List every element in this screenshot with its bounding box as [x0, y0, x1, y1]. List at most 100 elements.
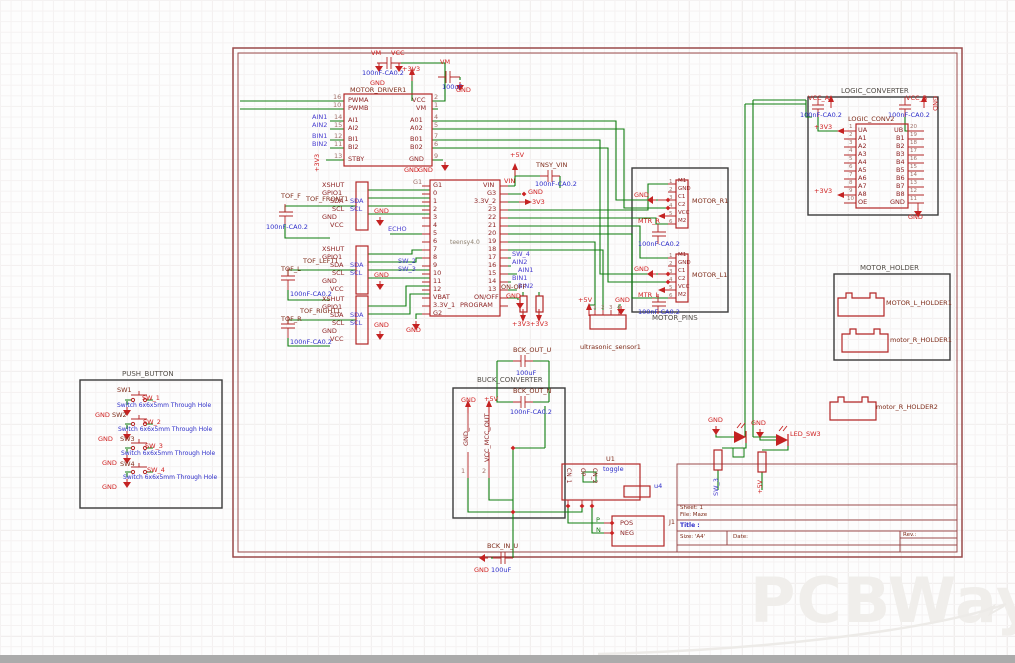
part-label[interactable]: SW2 [112, 411, 127, 419]
pin-number[interactable]: 7 [849, 172, 853, 178]
pin-number[interactable]: 5 [849, 156, 853, 162]
part-label[interactable]: TOF_LEFT1 [303, 257, 339, 265]
pin-name[interactable]: VCC [678, 284, 690, 290]
part-label[interactable]: motor_R_HOLDER1 [890, 336, 952, 344]
value-label[interactable]: 100nF-CA0.2 [638, 240, 680, 248]
pin-number[interactable]: 15 [910, 164, 917, 170]
led-symbols[interactable] [734, 422, 789, 446]
pin-number[interactable]: 10 [847, 196, 854, 202]
pin-name[interactable]: GPIO1 [322, 303, 343, 311]
pin-number[interactable]: 17 [910, 148, 917, 154]
component-text[interactable]: teensy4.0 [450, 239, 480, 246]
pin-number[interactable]: 1 [669, 253, 673, 259]
port-label[interactable]: AIN2 [312, 121, 328, 129]
wires[interactable] [125, 62, 908, 559]
section-title[interactable]: BUCK_CONVERTER [477, 376, 543, 384]
port-label[interactable]: SW_4 [512, 250, 530, 258]
pin-name[interactable]: A1 [858, 134, 867, 142]
net-label[interactable]: GND [374, 207, 389, 215]
value-label[interactable]: 100nF-CA0.2 [888, 111, 930, 119]
pin-name[interactable]: 6 [433, 237, 438, 245]
pin-number[interactable]: 6 [849, 164, 853, 170]
pin-number[interactable]: 2 [482, 467, 487, 475]
value-label[interactable]: 100uF [491, 566, 512, 574]
pin-number[interactable]: 1 [849, 124, 853, 130]
pin-number[interactable]: 12 [334, 132, 343, 140]
pin-number[interactable]: 4 [617, 305, 621, 311]
pin-name[interactable]: VCC [330, 285, 344, 293]
net-label[interactable]: GND [102, 483, 117, 491]
pin-name[interactable]: C1 [678, 194, 686, 200]
value-label[interactable]: 100uF [442, 83, 463, 91]
value-label[interactable]: 100nF-CA0.2 [266, 223, 308, 231]
pin-name[interactable]: 2 [433, 205, 438, 213]
pin-name[interactable]: G1 [433, 181, 443, 189]
value-label[interactable]: Switch 6x6x5mm Through Hole [123, 474, 218, 481]
pin-name[interactable]: UA [858, 126, 868, 134]
pin-number[interactable]: 16 [333, 93, 342, 101]
pin-name[interactable]: CN_1 [565, 468, 572, 484]
pin-name[interactable]: AI1 [348, 116, 359, 124]
value-label[interactable]: Switch 6x6x5mm Through Hole [118, 426, 213, 433]
part-label[interactable]: ON-OFF [501, 283, 527, 291]
port-label[interactable]: SDA [350, 261, 364, 269]
pin-name[interactable]: POS [620, 519, 634, 527]
value-label[interactable]: 100nF-CA0.2 [510, 408, 552, 416]
pin-name[interactable]: 3 [433, 213, 438, 221]
part-label[interactable]: MOTOR_R1 [692, 197, 729, 205]
part-label[interactable]: BCK_OUT_U [513, 346, 552, 354]
pin-name[interactable]: GND_ [462, 427, 470, 446]
pin-number[interactable]: 18 [910, 140, 917, 146]
pin-number[interactable]: 3 [609, 305, 613, 311]
pin-name[interactable]: VCC [412, 96, 426, 104]
net-label[interactable]: VCC_B [906, 94, 928, 102]
net-label[interactable]: GND [374, 271, 389, 279]
port-label[interactable]: BIN2 [518, 282, 534, 290]
pin-name[interactable]: XSHUT [322, 295, 345, 303]
pin-number[interactable]: 20 [910, 124, 917, 130]
pin-name[interactable]: 1 [433, 197, 438, 205]
pin-name[interactable]: 16 [488, 261, 497, 269]
port-label[interactable]: AIN1 [312, 113, 328, 121]
pin-name[interactable]: B7 [896, 182, 905, 190]
pin-number[interactable]: 14 [334, 113, 343, 121]
pin-name[interactable]: GND [678, 260, 691, 266]
net-label[interactable]: GND [461, 396, 476, 404]
pin-name[interactable]: XSHUT [322, 181, 345, 189]
pin-number[interactable]: 8 [849, 180, 853, 186]
net-label[interactable]: N [596, 526, 601, 534]
net-label[interactable]: GND [95, 411, 110, 419]
pin-name[interactable]: ON/OFF [474, 293, 499, 301]
pin-name[interactable]: GND [322, 327, 337, 335]
pin-name[interactable]: OP [579, 468, 586, 477]
pin-name[interactable]: 22 [488, 213, 497, 221]
pin-name[interactable]: 7 [433, 245, 438, 253]
port-label[interactable]: BIN2 [312, 140, 328, 148]
pin-name[interactable]: GND [322, 213, 337, 221]
net-label[interactable]: GND [615, 296, 630, 304]
pin-name[interactable]: 19 [488, 237, 497, 245]
value-label[interactable]: u4 [654, 482, 663, 490]
pin-number[interactable]: 3 [669, 195, 673, 201]
pin-number[interactable]: 10 [333, 101, 342, 109]
pin-name[interactable]: 9 [433, 261, 438, 269]
pin-name[interactable]: C1 [678, 268, 686, 274]
part-label[interactable]: TOF_F [281, 192, 301, 200]
pin-name[interactable]: GND [322, 277, 337, 285]
port-label[interactable]: BIN1 [512, 274, 528, 282]
net-label[interactable]: GND [708, 416, 723, 424]
value-label[interactable]: 100nF-CA0.2 [638, 308, 680, 316]
pin-number[interactable]: 12 [910, 188, 917, 194]
pin-name[interactable]: C2 [678, 202, 686, 208]
net-label[interactable]: +5V [578, 296, 593, 304]
pin-number[interactable]: 11 [334, 140, 343, 148]
part-label[interactable]: U1 [606, 455, 615, 463]
part-label[interactable]: MOTOR_L1 [692, 271, 728, 279]
pin-name[interactable]: M2 [678, 292, 687, 298]
port-label[interactable]: SCL [350, 319, 363, 327]
pin-name[interactable]: M1 [678, 178, 687, 184]
pin-name[interactable]: BI2 [348, 143, 359, 151]
pin-name[interactable]: SCL [332, 319, 345, 327]
pin-name[interactable]: OE [858, 198, 868, 206]
part-label[interactable]: SW3 [120, 435, 135, 443]
